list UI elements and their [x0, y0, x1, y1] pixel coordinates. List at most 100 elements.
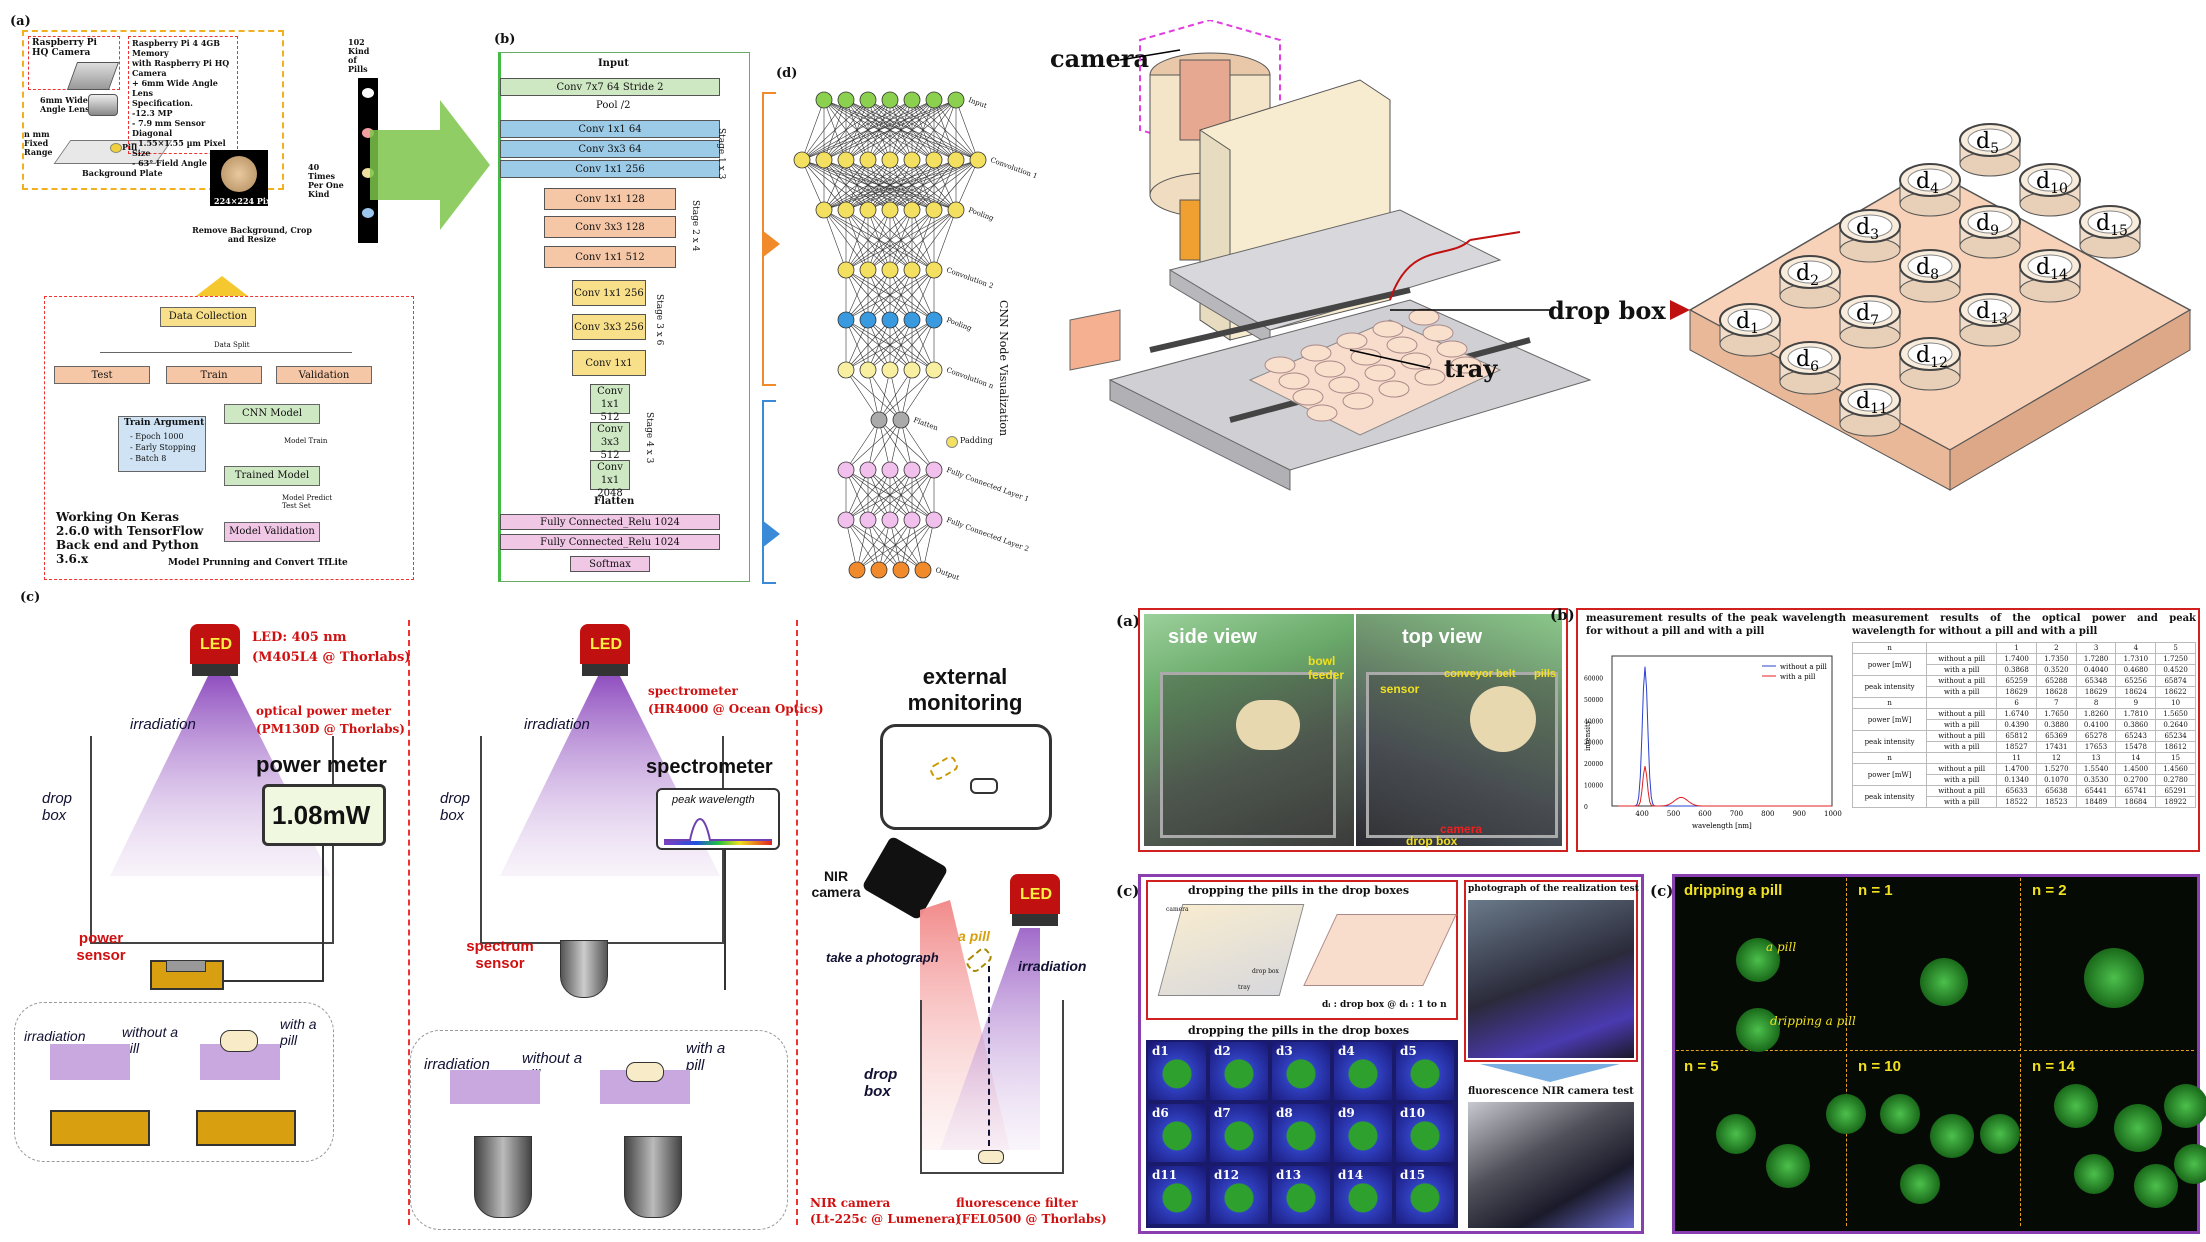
grid-cell — [1272, 1104, 1330, 1162]
drop-box-label-3d: drop box — [1548, 296, 1666, 325]
x-tick-label: 500 — [1667, 810, 1680, 818]
photo-test-image — [1468, 900, 1634, 1058]
grid-cell — [1210, 1166, 1268, 1224]
grid-cell — [1396, 1166, 1454, 1224]
take-photo: take a photograph — [826, 950, 939, 965]
drop-cup-inner — [2027, 168, 2073, 192]
stage3-conv-1: Conv 1x1 256 — [572, 280, 646, 306]
node-edge — [845, 269, 935, 321]
cnn-node — [837, 91, 855, 109]
drop-title-2: dropping the pills in the drop boxes — [1188, 1024, 1410, 1037]
x-tick-label: 700 — [1730, 810, 1743, 818]
cnn-node — [859, 201, 877, 219]
grid-cell — [1334, 1042, 1392, 1100]
green-frame-label: n = 2 — [2032, 882, 2067, 899]
node-edge — [801, 99, 913, 161]
lens-label: 6mm Wide Angle Lens — [40, 95, 90, 114]
stage1-label: Stage 1 x 3 — [716, 128, 726, 180]
cnn-node — [837, 311, 855, 329]
node-edge — [867, 99, 957, 161]
green-frame-label: n = 14 — [2032, 1058, 2075, 1075]
y-tick-label: 10000 — [1584, 783, 1603, 790]
with-1: with a pill — [280, 1016, 317, 1048]
fig1-a-top-frame — [22, 30, 284, 190]
tray-label-3d: tray — [1444, 354, 1498, 383]
green-frame: n = 1 — [1850, 878, 2021, 1051]
node-edge — [823, 209, 847, 271]
mini-camera: camera — [1166, 906, 1189, 913]
stage2-conv-1: Conv 1x1 128 — [544, 188, 676, 210]
meter-cable — [322, 846, 324, 982]
node-edge — [867, 159, 979, 211]
cnn-node — [925, 461, 943, 479]
grid-cell — [1334, 1166, 1392, 1224]
drop-cup-inner — [1847, 300, 1893, 324]
meter-display — [262, 784, 386, 846]
node-edge — [823, 159, 891, 211]
nir-model-2: (Lt-225c @ Lumenera) — [810, 1212, 961, 1226]
node-edge — [911, 319, 935, 371]
divider-2 — [796, 620, 798, 1225]
arg-line-2: - Batch 8 — [130, 454, 167, 463]
bowl-label: bowl feeder — [1308, 654, 1345, 682]
node-edge — [933, 209, 957, 271]
cnn-node — [848, 561, 866, 579]
grid-cell — [1148, 1042, 1206, 1100]
cnn-node — [903, 201, 921, 219]
fig4-b-frame — [1576, 608, 2200, 852]
grid-cell — [1272, 1166, 1330, 1224]
irr-1: irradiation — [130, 716, 196, 733]
node-edge — [878, 369, 935, 421]
cnn-node-visualization — [793, 91, 987, 579]
y-tick-label: 30000 — [1584, 740, 1603, 747]
divider-1 — [408, 620, 410, 1225]
keras-line-3: 3.6.x — [56, 552, 89, 566]
grid-cell — [1148, 1104, 1206, 1162]
split-line — [100, 352, 352, 353]
cnn-node — [925, 201, 943, 219]
node-edge — [889, 269, 935, 321]
cnn-node — [903, 361, 921, 379]
machine-side — [1160, 672, 1336, 838]
tray-cup — [1414, 368, 1446, 386]
node-edge — [823, 159, 913, 211]
mini-dropbox: drop box — [1252, 968, 1279, 975]
drop-cup-inner — [1907, 342, 1953, 366]
grid-cell-label: d3 — [1276, 1044, 1293, 1058]
photo-test-title: photograph of the realization test — [1468, 884, 1639, 894]
conv7-box: Conv 7x7 64 Stride 2 — [500, 78, 720, 96]
green-frame: n = 2 — [2024, 878, 2194, 1051]
led-1-model: (M405L4 @ Thorlabs) — [252, 650, 411, 665]
cnn-node — [837, 201, 855, 219]
cnn-node — [837, 461, 855, 479]
z1-sensor-b — [196, 1110, 296, 1146]
grid-cell-label: d13 — [1276, 1168, 1302, 1182]
fluorescent-pill — [2054, 1084, 2098, 1128]
irr-1b: irradiation — [24, 1028, 86, 1044]
drop-title-1: dropping the pills in the drop boxes — [1188, 884, 1410, 897]
stage3-label: Stage 3 x 6 — [654, 294, 664, 346]
node-edge — [845, 469, 913, 521]
meter-reading: 1.08mW — [272, 800, 371, 830]
keras-line-0: Working On Keras — [56, 510, 179, 524]
fig3-label: (c) — [20, 590, 41, 605]
cnn-node — [859, 461, 877, 479]
mini-device — [1157, 904, 1305, 996]
monitor — [880, 724, 1052, 830]
fluorescent-pill — [1826, 1094, 1866, 1134]
model-predict: Model Predict Test Set — [282, 494, 333, 510]
led-2-text: LED — [590, 636, 622, 653]
kinds-label: 102 Kind of Pills — [348, 37, 370, 74]
nir-label: NIR camera — [811, 868, 861, 900]
node-edge — [845, 469, 869, 521]
irr-3: irradiation — [1018, 958, 1087, 974]
cnn-model-box: CNN Model — [224, 404, 320, 424]
red-arrow — [1670, 300, 1690, 320]
